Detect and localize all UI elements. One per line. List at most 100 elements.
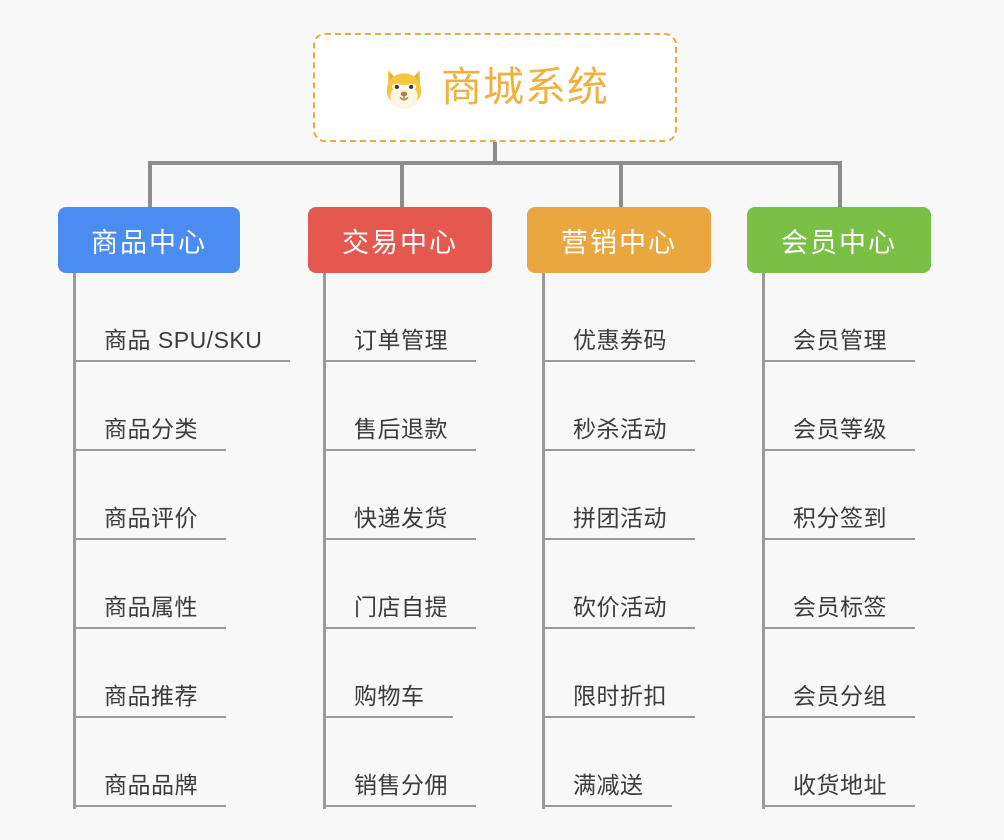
leaf-node[interactable]: 售后退款 <box>308 362 492 451</box>
leaf-underline: 商品品牌 <box>73 772 226 807</box>
leaf-node[interactable]: 会员分组 <box>747 629 931 718</box>
drop-connector-2 <box>400 161 404 207</box>
leaf-label: 会员标签 <box>793 593 887 620</box>
leaf-label: 砍价活动 <box>573 593 667 620</box>
leaf-node[interactable]: 会员等级 <box>747 362 931 451</box>
leaf-label: 积分签到 <box>793 504 887 531</box>
leaf-underline: 满减送 <box>542 772 672 807</box>
leaf-underline: 商品评价 <box>73 505 226 540</box>
leaf-underline: 积分签到 <box>762 505 915 540</box>
leaf-node[interactable]: 会员标签 <box>747 540 931 629</box>
leaf-node[interactable]: 门店自提 <box>308 540 492 629</box>
category-header-label: 商品中心 <box>91 227 207 258</box>
leaf-node[interactable]: 商品推荐 <box>58 629 240 718</box>
leaf-node[interactable]: 购物车 <box>308 629 492 718</box>
leaf-underline: 购物车 <box>323 683 453 718</box>
leaf-label: 商品品牌 <box>104 771 198 798</box>
leaf-label: 销售分佣 <box>354 771 448 798</box>
leaf-list: 商品 SPU/SKU 商品分类商品评价商品属性商品推荐商品品牌 <box>58 273 291 807</box>
branch-spine <box>542 273 545 809</box>
leaf-label: 会员分组 <box>793 682 887 709</box>
leaf-label: 限时折扣 <box>573 682 667 709</box>
leaf-label: 商品分类 <box>104 415 198 442</box>
leaf-node[interactable]: 满减送 <box>527 718 711 807</box>
category-header-label: 营销中心 <box>561 227 677 258</box>
leaf-node[interactable]: 秒杀活动 <box>527 362 711 451</box>
category-header[interactable]: 会员中心 <box>747 207 931 273</box>
category-column: 营销中心优惠券码秒杀活动拼团活动砍价活动限时折扣满减送 <box>527 207 711 809</box>
leaf-node[interactable]: 积分签到 <box>747 451 931 540</box>
leaf-underline: 销售分佣 <box>323 772 476 807</box>
leaf-label: 商品属性 <box>104 593 198 620</box>
leaf-list: 优惠券码秒杀活动拼团活动砍价活动限时折扣满减送 <box>527 273 711 807</box>
branch-spine <box>73 273 76 809</box>
leaf-node[interactable]: 销售分佣 <box>308 718 492 807</box>
leaf-underline: 商品推荐 <box>73 683 226 718</box>
leaf-label: 售后退款 <box>354 415 448 442</box>
leaf-label: 购物车 <box>354 682 425 709</box>
drop-connector-4 <box>838 161 842 207</box>
leaf-label: 门店自提 <box>354 593 448 620</box>
leaf-underline: 订单管理 <box>323 327 476 362</box>
leaf-underline: 砍价活动 <box>542 594 695 629</box>
branch-spine <box>762 273 765 809</box>
drop-connector-1 <box>148 161 152 207</box>
leaf-underline: 优惠券码 <box>542 327 695 362</box>
leaf-node[interactable]: 砍价活动 <box>527 540 711 629</box>
leaf-list: 会员管理会员等级积分签到会员标签会员分组收货地址 <box>747 273 931 807</box>
leaf-underline: 商品属性 <box>73 594 226 629</box>
leaf-node[interactable]: 拼团活动 <box>527 451 711 540</box>
trunk-vertical-connector <box>493 142 497 164</box>
root-node[interactable]: 商城系统 <box>313 33 677 142</box>
leaf-label: 商品 SPU/SKU <box>104 326 263 353</box>
leaf-underline: 会员管理 <box>762 327 915 362</box>
leaf-underline: 商品 SPU/SKU <box>73 326 291 362</box>
drop-connector-3 <box>619 161 623 207</box>
category-header[interactable]: 交易中心 <box>308 207 492 273</box>
leaf-label: 会员管理 <box>793 326 887 353</box>
leaf-label: 收货地址 <box>793 771 887 798</box>
leaf-label: 订单管理 <box>354 326 448 353</box>
root-title: 商城系统 <box>441 64 609 110</box>
leaf-underline: 门店自提 <box>323 594 476 629</box>
leaf-label: 拼团活动 <box>573 504 667 531</box>
leaf-node[interactable]: 优惠券码 <box>527 273 711 362</box>
leaf-underline: 会员等级 <box>762 416 915 451</box>
leaf-node[interactable]: 限时折扣 <box>527 629 711 718</box>
leaf-node[interactable]: 商品分类 <box>58 362 240 451</box>
category-column: 商品中心商品 SPU/SKU 商品分类商品评价商品属性商品推荐商品品牌 <box>58 207 291 809</box>
leaf-underline: 售后退款 <box>323 416 476 451</box>
leaf-underline: 快递发货 <box>323 505 476 540</box>
leaf-node[interactable]: 商品评价 <box>58 451 240 540</box>
category-header[interactable]: 营销中心 <box>527 207 711 273</box>
trunk-horizontal-connector <box>148 161 842 165</box>
leaf-label: 满减送 <box>573 771 644 798</box>
leaf-underline: 会员标签 <box>762 594 915 629</box>
leaf-underline: 会员分组 <box>762 683 915 718</box>
category-header-label: 会员中心 <box>781 227 897 258</box>
leaf-underline: 秒杀活动 <box>542 416 695 451</box>
category-header[interactable]: 商品中心 <box>58 207 240 273</box>
leaf-label: 商品推荐 <box>104 682 198 709</box>
leaf-node[interactable]: 商品 SPU/SKU <box>58 273 291 362</box>
leaf-underline: 收货地址 <box>762 772 915 807</box>
leaf-node[interactable]: 商品属性 <box>58 540 240 629</box>
category-column: 会员中心会员管理会员等级积分签到会员标签会员分组收货地址 <box>747 207 931 809</box>
leaf-label: 秒杀活动 <box>573 415 667 442</box>
leaf-underline: 限时折扣 <box>542 683 695 718</box>
leaf-node[interactable]: 收货地址 <box>747 718 931 807</box>
category-column: 交易中心订单管理售后退款快递发货门店自提购物车销售分佣 <box>308 207 492 809</box>
category-header-label: 交易中心 <box>342 227 458 258</box>
leaf-label: 快递发货 <box>354 504 448 531</box>
leaf-label: 商品评价 <box>104 504 198 531</box>
leaf-underline: 商品分类 <box>73 416 226 451</box>
branch-spine <box>323 273 326 809</box>
leaf-list: 订单管理售后退款快递发货门店自提购物车销售分佣 <box>308 273 492 807</box>
leaf-label: 优惠券码 <box>573 326 667 353</box>
leaf-node[interactable]: 会员管理 <box>747 273 931 362</box>
leaf-node[interactable]: 快递发货 <box>308 451 492 540</box>
leaf-node[interactable]: 商品品牌 <box>58 718 240 807</box>
shiba-dog-face-icon <box>386 69 422 109</box>
leaf-node[interactable]: 订单管理 <box>308 273 492 362</box>
